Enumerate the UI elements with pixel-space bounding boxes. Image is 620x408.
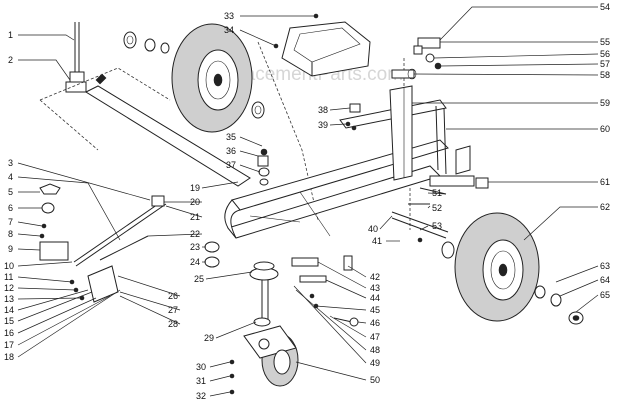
callout-49: 49	[370, 358, 380, 368]
callouts-top-center: 33 34	[224, 11, 234, 35]
callout-62: 62	[600, 202, 610, 212]
callout-20: 20	[190, 197, 200, 207]
callout-15: 15	[4, 316, 14, 326]
wheel-bottom-right	[454, 212, 540, 322]
callout-65: 65	[600, 290, 610, 300]
callout-39: 39	[318, 120, 328, 130]
callout-19: 19	[190, 183, 200, 193]
callout-3: 3	[8, 158, 13, 168]
callout-1: 1	[8, 30, 13, 40]
callout-14: 14	[4, 305, 14, 315]
callout-50: 50	[370, 375, 380, 385]
callouts-mid: 19 20 21 22 23 24 25 26 27 28 29 30 31 3…	[168, 105, 442, 401]
callout-13: 13	[4, 294, 14, 304]
callout-41: 41	[372, 236, 382, 246]
callout-44: 44	[370, 293, 380, 303]
callout-23: 23	[190, 242, 200, 252]
callout-57: 57	[600, 59, 610, 69]
callout-5: 5	[8, 187, 13, 197]
callout-12: 12	[4, 283, 14, 293]
callout-30: 30	[196, 362, 206, 372]
callout-46: 46	[370, 318, 380, 328]
callout-17: 17	[4, 340, 14, 350]
wheel-top-left	[171, 23, 253, 133]
callout-2: 2	[8, 55, 13, 65]
callout-51: 51	[432, 188, 442, 198]
callout-28: 28	[168, 319, 178, 329]
callout-56: 56	[600, 49, 610, 59]
callout-22: 22	[190, 229, 200, 239]
parts-art	[39, 13, 584, 395]
callout-53: 53	[432, 221, 442, 231]
callout-52: 52	[432, 203, 442, 213]
callout-38: 38	[318, 105, 328, 115]
callouts-left: 1 2 3 4 5 6 7 8 9 10 11 12 13 14 15 16 1…	[4, 30, 14, 362]
callout-32: 32	[196, 391, 206, 401]
callout-21: 21	[190, 212, 200, 222]
callout-10: 10	[4, 261, 14, 271]
callout-48: 48	[370, 345, 380, 355]
callout-25: 25	[194, 274, 204, 284]
callout-9: 9	[8, 244, 13, 254]
callout-60: 60	[600, 124, 610, 134]
callout-42: 42	[370, 272, 380, 282]
callout-24: 24	[190, 257, 200, 267]
callout-36: 36	[226, 146, 236, 156]
callout-55: 55	[600, 37, 610, 47]
callout-27: 27	[168, 305, 178, 315]
callouts-right: 54 55 56 57 58 59 60 61 62 63 64 65	[600, 2, 610, 300]
caster-wheel	[243, 325, 299, 387]
callout-59: 59	[600, 98, 610, 108]
callout-8: 8	[8, 229, 13, 239]
callout-7: 7	[8, 217, 13, 227]
callout-33: 33	[224, 11, 234, 21]
callout-4: 4	[8, 172, 13, 182]
callout-58: 58	[600, 70, 610, 80]
callout-26: 26	[168, 291, 178, 301]
callout-47: 47	[370, 332, 380, 342]
callout-11: 11	[4, 272, 13, 282]
callout-61: 61	[600, 177, 610, 187]
leader-lines	[17, 6, 599, 397]
callout-40: 40	[368, 224, 378, 234]
callout-43: 43	[370, 283, 380, 293]
callout-35: 35	[226, 132, 236, 142]
callout-29: 29	[204, 333, 214, 343]
callout-45: 45	[370, 305, 380, 315]
callout-63: 63	[600, 261, 610, 271]
main-frame	[224, 85, 475, 239]
callout-31: 31	[196, 376, 206, 386]
callout-37: 37	[226, 160, 236, 170]
callout-6: 6	[8, 203, 13, 213]
callout-16: 16	[4, 328, 14, 338]
callout-64: 64	[600, 275, 610, 285]
callout-34: 34	[224, 25, 234, 35]
callout-18: 18	[4, 352, 14, 362]
callout-54: 54	[600, 2, 610, 12]
